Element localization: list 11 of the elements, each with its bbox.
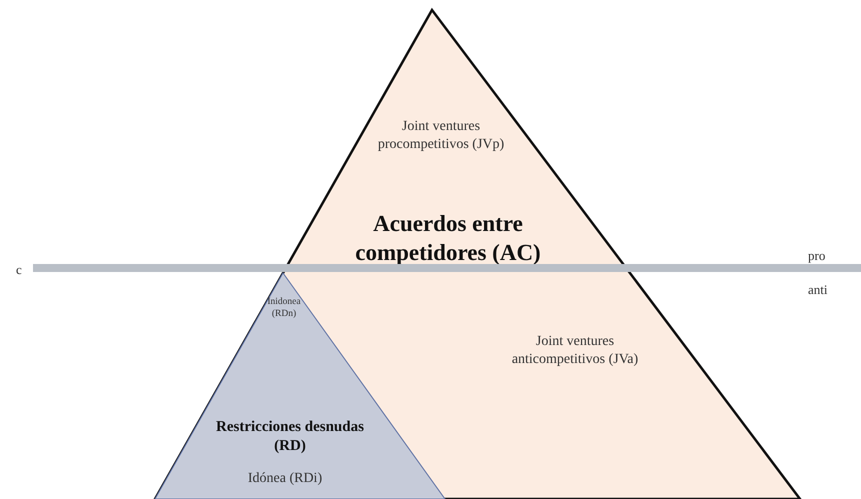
- side-label: anti: [808, 282, 828, 298]
- region-label: Idónea (RDi): [246, 470, 324, 488]
- triangle-region: [155, 10, 800, 499]
- side-label: pro: [808, 248, 826, 264]
- region-label: Inidonea (RDn): [266, 297, 302, 321]
- side-label: c: [16, 262, 22, 278]
- region-label: Joint ventures procompetitivos (JVp): [376, 118, 506, 153]
- heading-label: Acuerdos entre competidores (AC): [354, 210, 542, 267]
- triangle-region: [155, 273, 445, 499]
- region-label: Joint ventures anticompetitivos (JVa): [510, 333, 640, 368]
- heading-label: Restricciones desnudas (RD): [215, 418, 365, 456]
